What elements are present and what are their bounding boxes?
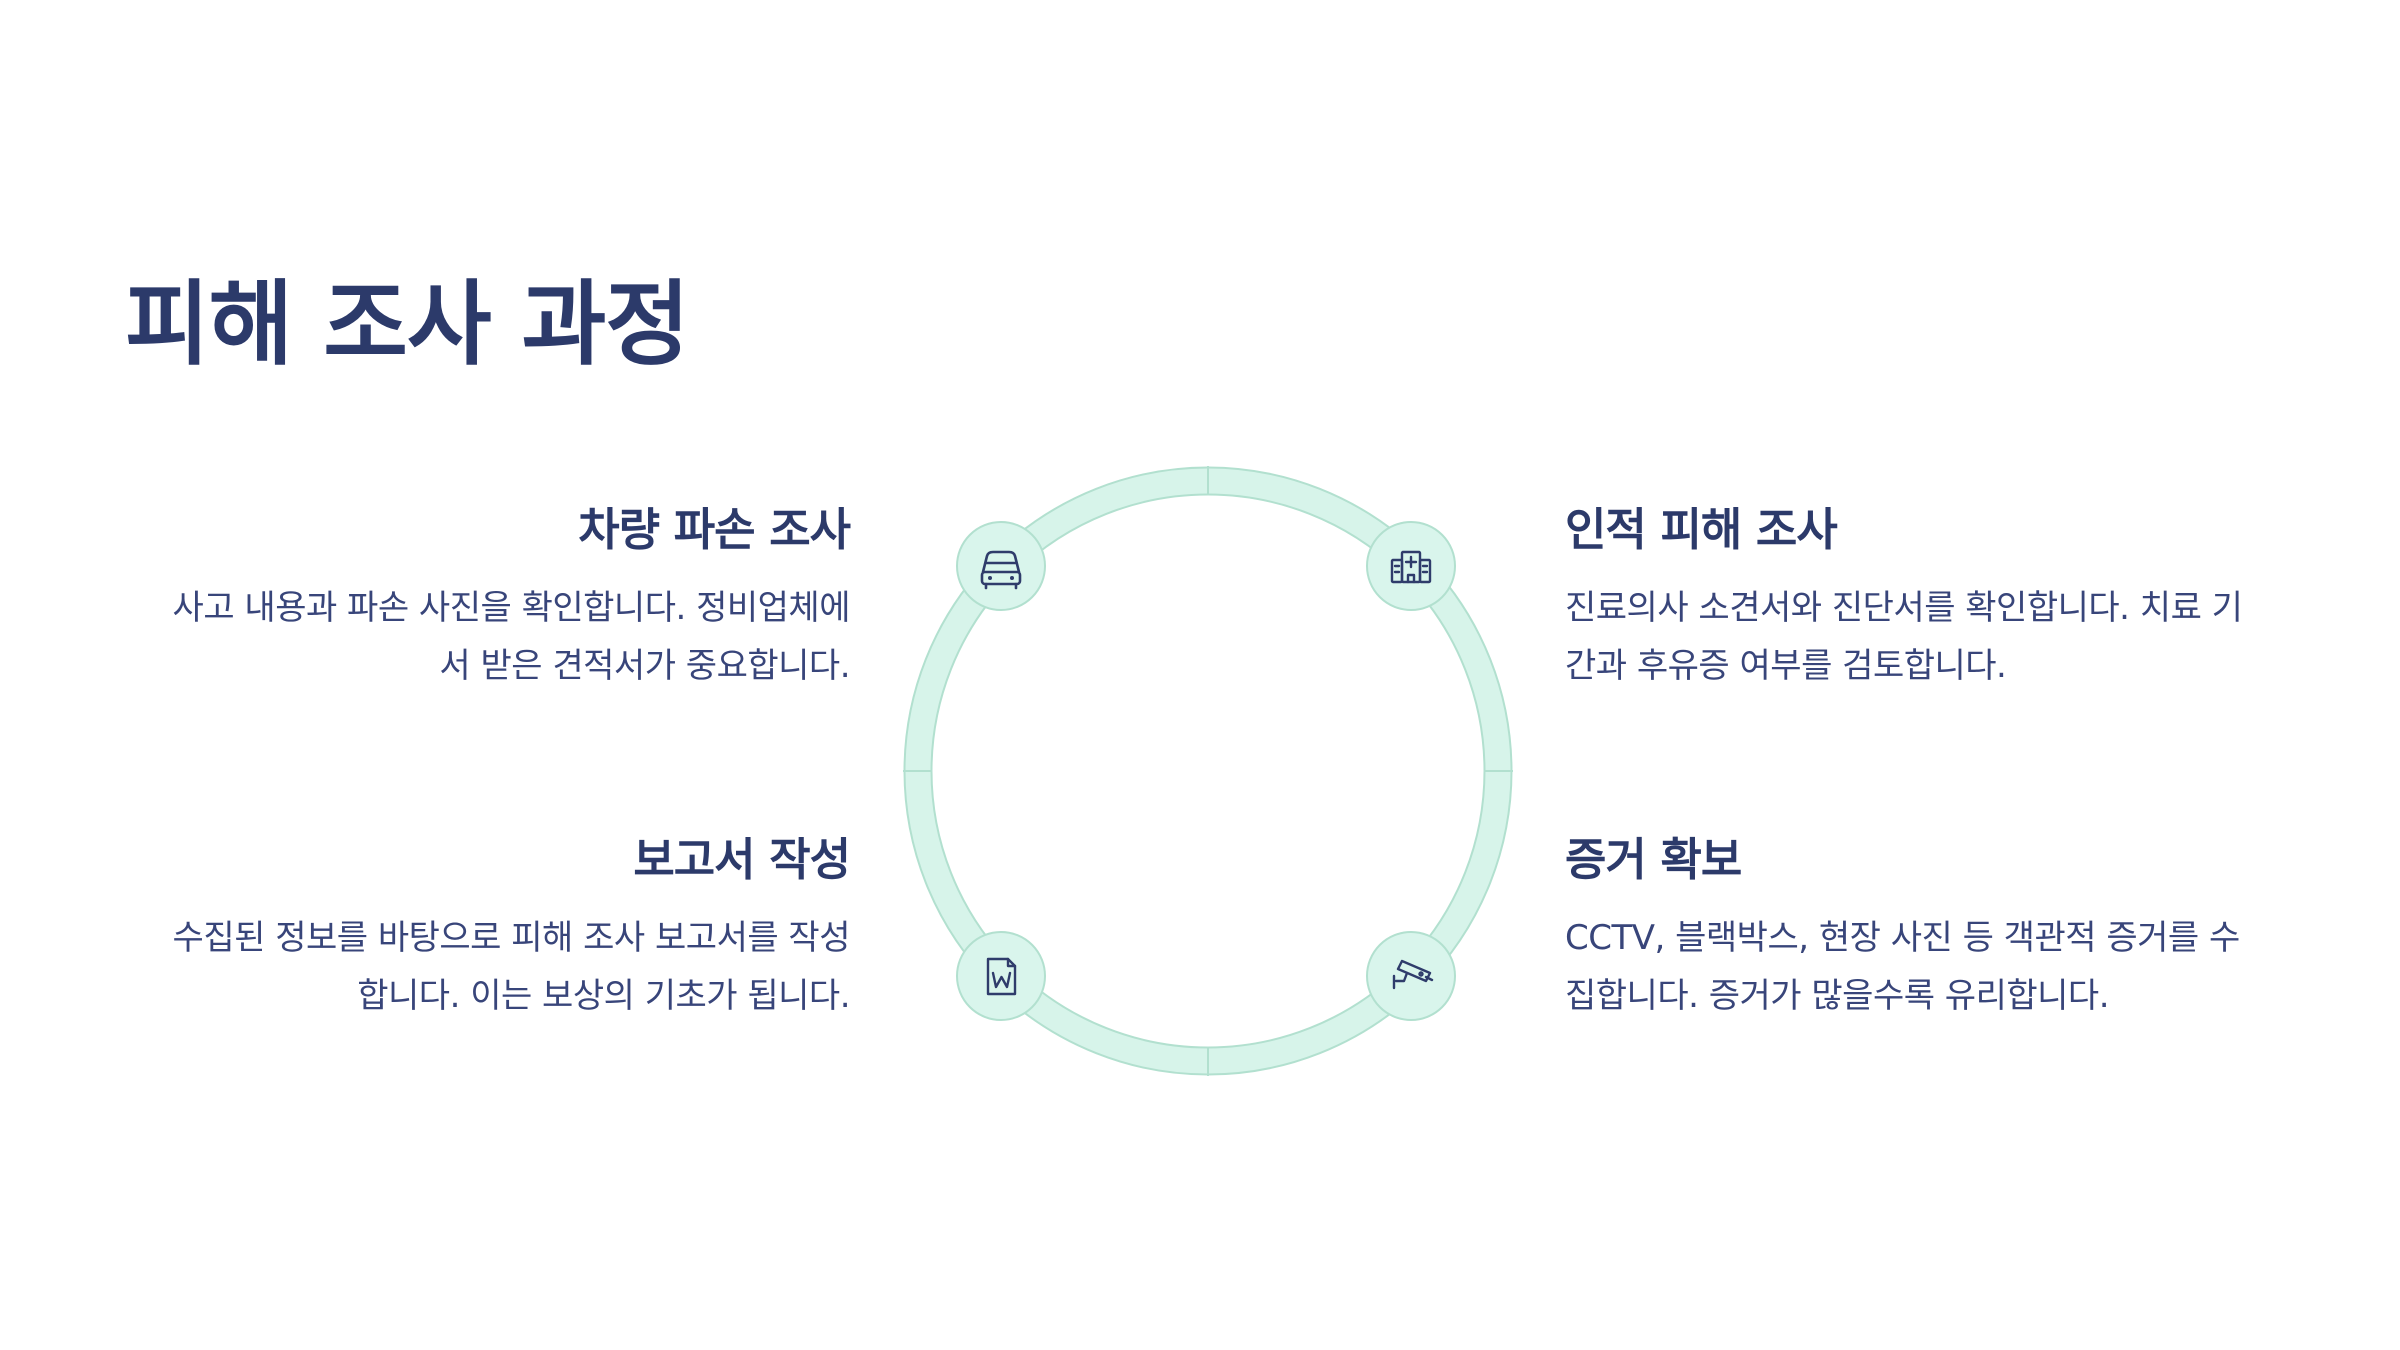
step-report-writing: 보고서 작성 수집된 정보를 바탕으로 피해 조사 보고서를 작성 합니다. 이… [130,833,851,1025]
page-title: 피해 조사 과정 [125,271,690,378]
step-heading: 증거 확보 [1565,833,1742,886]
step-description: 진료의사 소견서와 진단서를 확인합니다. 치료 기 간과 후유증 여부를 검토… [1565,588,2243,686]
cycle-dividers [903,466,1513,1076]
step-vehicle-damage: 차량 파손 조사 사고 내용과 파손 사진을 확인합니다. 정비업체에 서 받은… [130,503,851,695]
word-document-icon [956,931,1046,1021]
step-description: 수집된 정보를 바탕으로 피해 조사 보고서를 작성 합니다. 이는 보상의 기… [172,918,851,1016]
step-personal-injury: 인적 피해 조사 진료의사 소견서와 진단서를 확인합니다. 치료 기 간과 후… [1565,503,2285,695]
step-description: CCTV, 블랙박스, 현장 사진 등 객관적 증거를 수 집합니다. 증거가 … [1565,918,2240,1016]
car-icon [956,521,1046,611]
hospital-icon [1366,521,1456,611]
step-evidence-collection: 증거 확보 CCTV, 블랙박스, 현장 사진 등 객관적 증거를 수 집합니다… [1565,833,2285,1025]
step-heading: 보고서 작성 [633,833,851,886]
step-heading: 인적 피해 조사 [1565,503,1838,556]
step-description: 사고 내용과 파손 사진을 확인합니다. 정비업체에 서 받은 견적서가 중요합… [172,588,851,686]
cctv-camera-icon [1366,931,1456,1021]
step-heading: 차량 파손 조사 [578,503,851,556]
